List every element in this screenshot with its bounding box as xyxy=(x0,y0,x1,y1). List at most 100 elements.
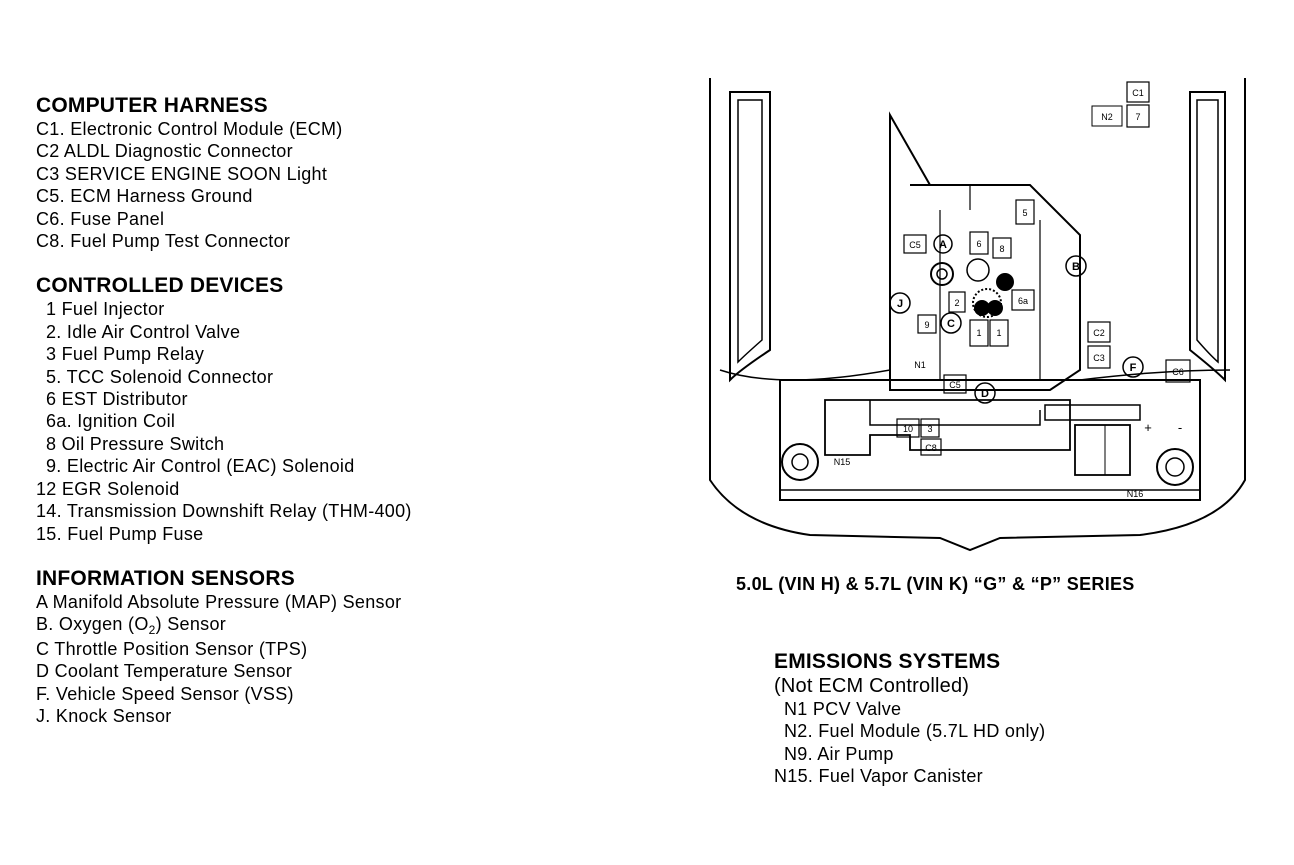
text-c2: C2 xyxy=(1093,328,1105,338)
text-eight: 8 xyxy=(999,244,1004,254)
text-n15: N15 xyxy=(834,457,851,467)
list-item: F. Vehicle Speed Sensor (VSS) xyxy=(36,683,294,704)
text-plus: + xyxy=(1144,420,1152,435)
list-item: 6 EST Distributor xyxy=(46,389,188,410)
label-c8 xyxy=(920,438,942,456)
list-item: 9. Electric Air Control (EAC) Solenoid xyxy=(46,456,355,477)
list-item: C8. Fuel Pump Test Connector xyxy=(36,231,291,252)
text-c1: C1 xyxy=(1132,88,1144,98)
text-ten: 10 xyxy=(903,424,913,434)
computer-harness-list: C1. Electronic Control Module (ECM) C2 A… xyxy=(36,118,556,252)
text-one-b: 1 xyxy=(996,328,1001,338)
battery-bracket xyxy=(1044,404,1141,421)
emissions-heading: EMISSIONS SYSTEMS xyxy=(774,650,1001,673)
list-item: C Throttle Position Sensor (TPS) xyxy=(36,638,308,659)
frame-rail xyxy=(824,399,1071,456)
label-ten xyxy=(896,418,920,438)
list-item: N9. Air Pump xyxy=(784,743,894,764)
circle-j xyxy=(889,292,911,314)
text-c5-top: C5 xyxy=(909,240,921,250)
circle-c xyxy=(940,312,962,334)
text-c6: C6 xyxy=(1172,367,1184,377)
label-n2 xyxy=(1091,105,1123,127)
battery xyxy=(1074,424,1131,476)
list-item: 1 Fuel Injector xyxy=(46,299,165,320)
controlled-devices-heading: CONTROLLED DEVICES xyxy=(36,274,284,298)
list-item: J. Knock Sensor xyxy=(36,705,172,726)
oxygen-subscript: 2 xyxy=(148,623,156,638)
label-six xyxy=(969,231,989,255)
right-fender-inner xyxy=(1196,99,1219,364)
list-item: 3 Fuel Pump Relay xyxy=(46,344,205,365)
label-seven xyxy=(1126,104,1150,128)
ignition-cap xyxy=(966,258,990,282)
text-f: F xyxy=(1130,362,1137,374)
list-item: 12 EGR Solenoid xyxy=(36,478,180,499)
list-item: N1 PCV Valve xyxy=(784,699,902,719)
emissions-list: N1 PCV Valve N2. Fuel Module (5.7L HD on… xyxy=(774,698,1194,788)
label-six-a xyxy=(1011,289,1035,311)
list-item: 14. Transmission Downshift Relay (THM-40… xyxy=(36,501,412,522)
text-five: 5 xyxy=(1022,208,1027,218)
air-pump xyxy=(1156,448,1194,486)
text-c8: C8 xyxy=(925,443,937,453)
text-six: 6 xyxy=(976,239,981,249)
circle-a xyxy=(933,234,953,254)
list-item: C2 ALDL Diagnostic Connector xyxy=(36,141,293,162)
information-sensors-heading: INFORMATION SENSORS xyxy=(36,566,295,590)
list-item: 8 Oil Pressure Switch xyxy=(46,433,225,454)
text-three: 3 xyxy=(927,424,932,434)
label-c6 xyxy=(1165,359,1191,383)
label-five xyxy=(1015,199,1035,225)
label-c3 xyxy=(1087,345,1111,369)
list-item: C5. ECM Harness Ground xyxy=(36,186,253,207)
information-sensors-list: A Manifold Absolute Pressure (MAP) Senso… xyxy=(36,591,556,727)
frame-rail-upper xyxy=(869,400,1041,426)
engine-compartment-diagram: C1 7 N2 5 C5 A 6 8 B J 2 6a 9 C 1 1 C2 C… xyxy=(700,70,1260,570)
oxygen-text: B. Oxygen (O xyxy=(36,614,149,635)
text-seven: 7 xyxy=(1135,112,1140,122)
diagram-caption: 5.0L (VIN H) & 5.7L (VIN K) “G” & “P” SE… xyxy=(736,574,1135,594)
fuel-vapor-canister xyxy=(781,443,819,481)
circle-f xyxy=(1122,356,1144,378)
text-n16: N16 xyxy=(1127,489,1144,499)
emissions-section: EMISSIONS SYSTEMS (Not ECM Controlled) N… xyxy=(774,650,1194,788)
text-j: J xyxy=(897,298,903,310)
text-minus: - xyxy=(1178,420,1182,435)
emissions-subtitle: (Not ECM Controlled) xyxy=(774,675,970,697)
label-c5-bottom xyxy=(943,374,967,394)
injector-dot xyxy=(974,300,990,316)
label-c5-top xyxy=(903,234,927,254)
label-one-b xyxy=(989,319,1009,347)
circle-b xyxy=(1065,255,1087,277)
list-item: C1. Electronic Control Module (ECM) xyxy=(36,119,343,139)
list-item: 2. Idle Air Control Valve xyxy=(46,321,241,342)
engine-diagram-svg: C1 7 N2 5 C5 A 6 8 B J 2 6a 9 C 1 1 C2 C… xyxy=(709,78,1246,552)
oxygen-tail: ) Sensor xyxy=(155,614,227,635)
label-c1 xyxy=(1126,81,1150,103)
list-item: C6. Fuse Panel xyxy=(36,208,165,229)
text-c3: C3 xyxy=(1093,353,1105,363)
cowl-line-left xyxy=(719,369,891,381)
list-item: N15. Fuel Vapor Canister xyxy=(774,766,983,787)
section-spacer xyxy=(36,545,556,567)
section-spacer xyxy=(36,252,556,274)
text-c: C xyxy=(947,318,955,330)
canister-inner xyxy=(791,453,809,471)
injector-dot xyxy=(987,300,1003,316)
coil-dot xyxy=(996,273,1014,291)
legend-column: COMPUTER HARNESS C1. Electronic Control … xyxy=(36,94,556,727)
label-eight xyxy=(992,237,1012,259)
engine-block-outline xyxy=(889,111,1081,391)
list-item-oxygen: B. Oxygen (O2) Sensor xyxy=(36,613,556,637)
list-item: D Coolant Temperature Sensor xyxy=(36,661,293,682)
text-n1: N1 xyxy=(914,360,926,370)
label-one-a xyxy=(969,319,989,347)
computer-harness-heading: COMPUTER HARNESS xyxy=(36,94,268,117)
text-d: D xyxy=(981,388,989,400)
label-two xyxy=(948,291,966,313)
text-two: 2 xyxy=(954,298,959,308)
list-item: N2. Fuel Module (5.7L HD only) xyxy=(784,721,1046,742)
right-fender-well xyxy=(1189,91,1226,383)
label-c2 xyxy=(1087,321,1111,343)
